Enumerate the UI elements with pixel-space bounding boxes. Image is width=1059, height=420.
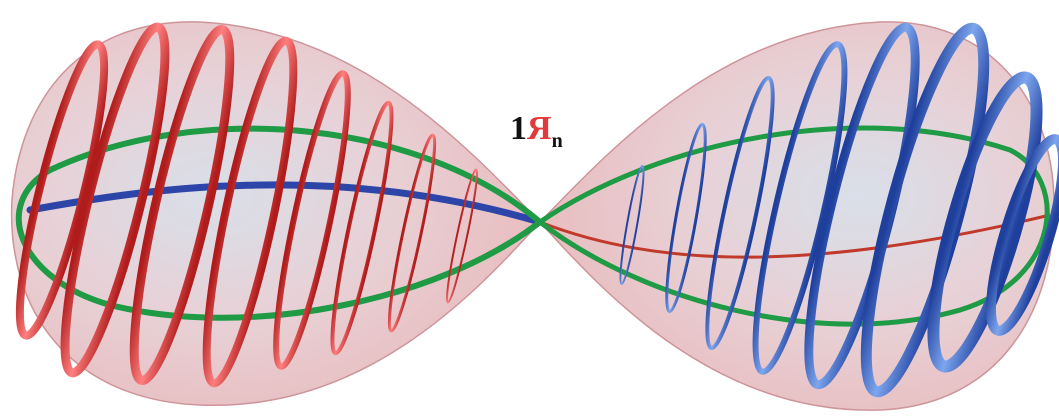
blue-helix-loop <box>985 134 1059 336</box>
blue-helix-loop <box>619 164 645 286</box>
red-helix-loop <box>202 36 298 388</box>
orbital-label: 1Яn <box>510 110 563 152</box>
right-lobe <box>538 21 1055 411</box>
blue-helix-loop <box>927 71 1043 373</box>
blue-helix <box>619 22 1059 398</box>
blue-helix-loop <box>752 41 848 375</box>
label-symbol: Я <box>527 110 552 147</box>
red-helix-loop <box>330 100 394 356</box>
red-helix-loop <box>387 133 437 333</box>
red-helix-loop <box>273 70 351 370</box>
red-helix <box>15 22 478 388</box>
red-helix-loop <box>15 40 109 340</box>
blue-helix-loop <box>705 75 775 351</box>
green-ring-right <box>538 125 1050 327</box>
red-helix-loop <box>129 25 235 385</box>
label-prefix: 1 <box>510 110 527 147</box>
red-helix-loop <box>446 168 478 304</box>
red-helix-loop <box>60 22 170 378</box>
label-subscript: n <box>551 130 563 152</box>
blue-helix-loop <box>665 122 707 314</box>
